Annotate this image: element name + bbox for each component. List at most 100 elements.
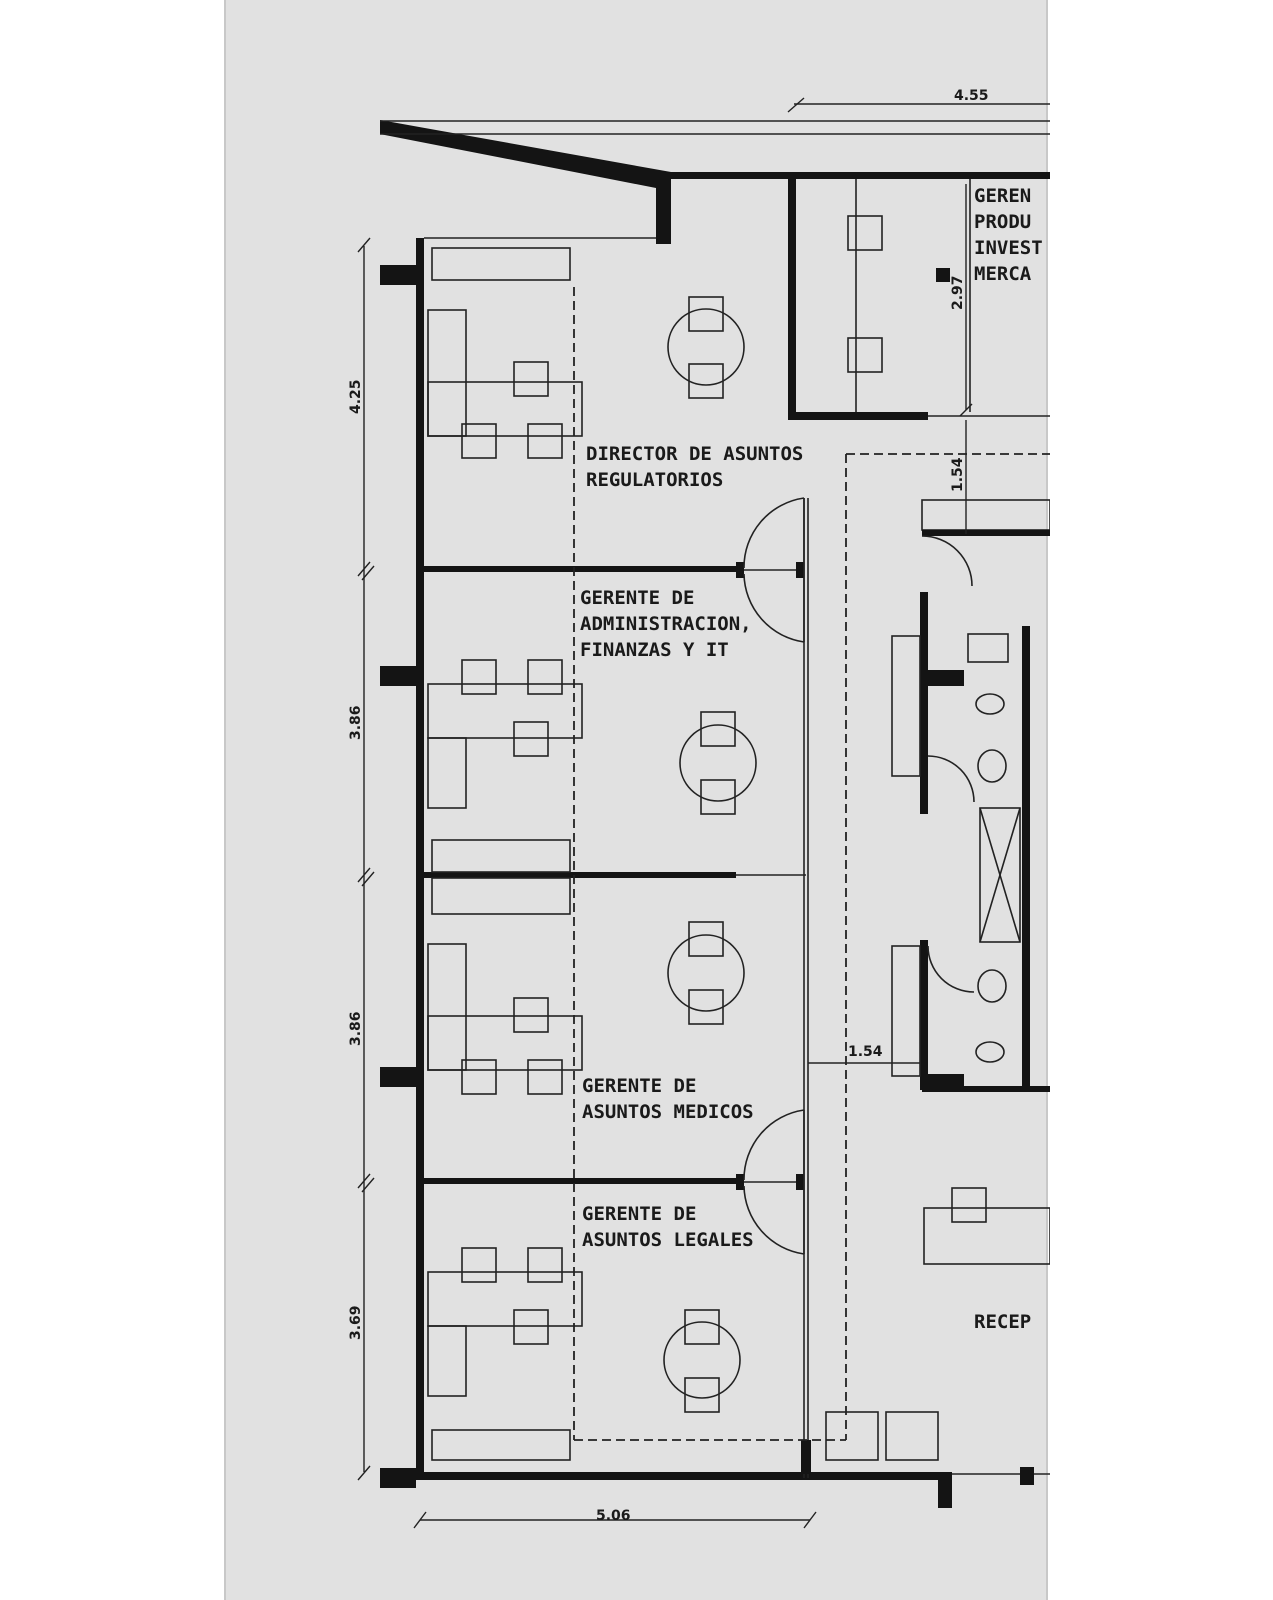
dim-tick	[413, 1511, 427, 1529]
dim-label-corridor-v: 1.54	[950, 457, 966, 492]
toilet-2	[975, 1041, 1005, 1063]
restroom-core	[891, 499, 1050, 1092]
door-stub-2	[796, 562, 804, 578]
office-front-post	[801, 1440, 811, 1474]
label-director-2: REGULATORIOS	[586, 469, 723, 491]
room-labels: DIRECTOR DE ASUNTOS REGULATORIOS GERENTE…	[580, 185, 1043, 1333]
chair	[461, 1059, 497, 1095]
chair	[527, 423, 563, 459]
partition-2	[424, 872, 736, 878]
dim-label-h1: 4.25	[348, 379, 364, 414]
label-producto-2: PRODU	[974, 211, 1031, 233]
chair	[700, 711, 736, 747]
desk-return	[427, 1325, 467, 1397]
reception-furniture	[825, 1187, 1050, 1461]
shaft	[979, 807, 1021, 943]
bench-2	[891, 945, 921, 1077]
chair	[688, 296, 724, 332]
chair	[684, 1309, 720, 1345]
armchair	[885, 1411, 939, 1461]
office-4-furniture	[427, 1247, 741, 1461]
label-producto-1: GEREN	[974, 185, 1031, 207]
chair	[847, 337, 883, 373]
chair	[688, 363, 724, 399]
wc-door-2	[927, 945, 975, 993]
sink-1	[967, 633, 1009, 663]
partitions	[424, 176, 1050, 1478]
door-swing-1b	[743, 573, 805, 643]
dim-tick	[357, 1173, 371, 1189]
core-left-wall-2	[920, 940, 928, 1090]
chair	[527, 1247, 563, 1283]
column-3	[380, 1067, 416, 1087]
chair	[700, 779, 736, 815]
chair	[461, 659, 497, 695]
chair	[513, 1309, 549, 1345]
door-swing-2a	[743, 1109, 805, 1181]
credenza	[431, 1429, 571, 1461]
partition-3	[424, 1178, 736, 1184]
desk-return	[427, 737, 467, 809]
round-table	[667, 934, 745, 1012]
label-medicos-2: ASUNTOS MEDICOS	[582, 1101, 754, 1123]
core-left-wall-1	[920, 592, 928, 814]
chair	[688, 921, 724, 957]
credenza	[431, 839, 571, 873]
chair	[527, 1059, 563, 1095]
chair	[513, 361, 549, 397]
upper-room-bottom	[788, 412, 928, 420]
chair	[461, 1247, 497, 1283]
slanted-wall	[380, 120, 671, 244]
credenza	[431, 247, 571, 281]
desk	[427, 1271, 583, 1327]
dim-label-h4: 3.69	[348, 1305, 364, 1340]
floor-plan: DIRECTOR DE ASUNTOS REGULATORIOS GERENTE…	[348, 88, 1050, 1529]
counter	[921, 499, 1050, 531]
label-legales-2: ASUNTOS LEGALES	[582, 1229, 754, 1251]
core-stub-1	[928, 670, 964, 686]
desk	[427, 381, 583, 437]
outer-walls	[380, 120, 1050, 1508]
bottom-column	[938, 1472, 952, 1508]
core-door	[921, 535, 973, 587]
dim-label-h3: 3.86	[348, 1011, 364, 1046]
chair	[684, 1377, 720, 1413]
dimension-lines	[357, 97, 1050, 1529]
dim-label-h2: 3.86	[348, 705, 364, 740]
office-2-furniture	[427, 659, 757, 873]
label-legales-1: GERENTE DE	[582, 1203, 696, 1225]
credenza	[431, 877, 571, 915]
chair	[461, 423, 497, 459]
toilet-1	[975, 693, 1005, 715]
basin-2	[977, 969, 1007, 1003]
office-1-furniture	[427, 247, 745, 459]
left-wall	[416, 238, 424, 1480]
dim-tick	[803, 1511, 817, 1529]
door-stub-1	[736, 562, 744, 578]
desk	[427, 1015, 583, 1071]
label-producto-3: INVEST	[974, 237, 1043, 259]
door-stub-3	[736, 1174, 744, 1190]
label-director-1: DIRECTOR DE ASUNTOS	[586, 443, 803, 465]
office-3-furniture	[427, 877, 745, 1095]
dim-tick	[357, 237, 371, 253]
armchair	[825, 1411, 879, 1461]
dim-tick	[357, 561, 371, 577]
dim-tick	[357, 1465, 371, 1481]
chair	[951, 1187, 987, 1223]
label-recepcion: RECEP	[974, 1311, 1031, 1333]
dim-label-top: 4.55	[954, 88, 989, 104]
desk	[427, 683, 583, 739]
dim-tick	[361, 1177, 375, 1193]
door-stub-4	[796, 1174, 804, 1190]
label-admin-2: ADMINISTRACION,	[580, 613, 752, 635]
column-1	[380, 265, 416, 285]
chair	[847, 215, 883, 251]
round-table	[667, 308, 745, 386]
shaft-x2	[979, 807, 1021, 943]
round-table	[663, 1321, 741, 1399]
desk-return	[427, 309, 467, 437]
chair	[688, 989, 724, 1025]
bottom-right-post	[1020, 1467, 1034, 1485]
basin-1	[977, 749, 1007, 783]
